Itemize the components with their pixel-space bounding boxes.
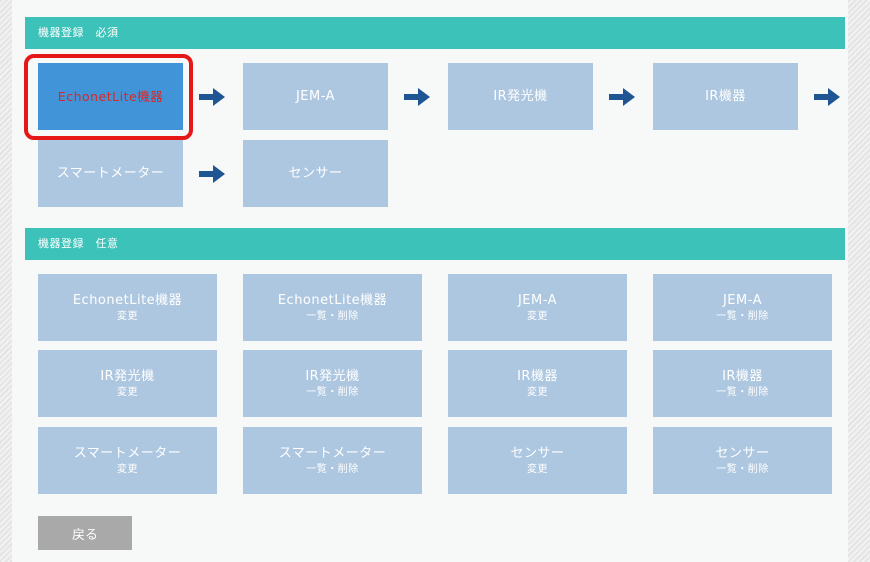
tile-label: スマートメーター [56, 166, 165, 181]
tile-sublabel: 一覧・削除 [716, 386, 769, 398]
optional-tile-jem-a-list[interactable]: JEM-A 一覧・削除 [653, 274, 832, 341]
tile-label: IR発光機 [305, 368, 360, 384]
optional-tile-ir-device-list[interactable]: IR機器 一覧・削除 [653, 350, 832, 417]
required-tile-smart-meter[interactable]: スマートメーター [38, 140, 183, 207]
required-tile-echonetlite[interactable]: EchonetLite機器 [38, 63, 183, 130]
optional-tile-sensor-edit[interactable]: センサー 変更 [448, 427, 627, 494]
tile-label: JEM-A [517, 292, 558, 308]
tile-label: JEM-A [295, 89, 336, 104]
optional-tile-echonetlite-edit[interactable]: EchonetLite機器 変更 [38, 274, 217, 341]
arrow-right-icon [199, 88, 225, 106]
tile-label: IR発光機 [493, 89, 548, 104]
optional-tile-ir-emitter-edit[interactable]: IR発光機 変更 [38, 350, 217, 417]
tile-label: IR機器 [705, 89, 746, 104]
tile-label: EchonetLite機器 [277, 292, 388, 308]
optional-tile-sensor-list[interactable]: センサー 一覧・削除 [653, 427, 832, 494]
tile-label: センサー [510, 445, 565, 461]
tile-label: センサー [715, 445, 770, 461]
optional-tile-ir-device-edit[interactable]: IR機器 変更 [448, 350, 627, 417]
tile-label: EchonetLite機器 [57, 89, 164, 104]
tile-label: JEM-A [722, 292, 763, 308]
tile-sublabel: 一覧・削除 [716, 310, 769, 322]
tile-sublabel: 変更 [117, 310, 138, 322]
arrow-right-icon [814, 88, 840, 106]
required-tile-jem-a[interactable]: JEM-A [243, 63, 388, 130]
tile-label: IR機器 [722, 368, 763, 384]
tile-sublabel: 変更 [117, 386, 138, 398]
selection-highlight [24, 54, 193, 140]
tile-label: スマートメーター [73, 445, 182, 461]
back-button[interactable]: 戻る [38, 516, 132, 550]
tile-sublabel: 一覧・削除 [306, 310, 359, 322]
tile-sublabel: 変更 [527, 463, 548, 475]
optional-tile-echonetlite-list[interactable]: EchonetLite機器 一覧・削除 [243, 274, 422, 341]
tile-sublabel: 一覧・削除 [716, 463, 769, 475]
tile-sublabel: 変更 [527, 310, 548, 322]
required-tile-sensor[interactable]: センサー [243, 140, 388, 207]
arrow-right-icon [199, 165, 225, 183]
optional-tile-ir-emitter-list[interactable]: IR発光機 一覧・削除 [243, 350, 422, 417]
arrow-right-icon [404, 88, 430, 106]
required-section-header: 機器登録 必須 [25, 17, 845, 49]
tile-label: IR機器 [517, 368, 558, 384]
arrow-right-icon [609, 88, 635, 106]
tile-label: センサー [288, 166, 343, 181]
tile-sublabel: 変更 [527, 386, 548, 398]
optional-section-header: 機器登録 任意 [25, 228, 845, 260]
tile-sublabel: 一覧・削除 [306, 386, 359, 398]
tile-label: EchonetLite機器 [72, 292, 183, 308]
tile-sublabel: 一覧・削除 [306, 463, 359, 475]
required-tile-ir-emitter[interactable]: IR発光機 [448, 63, 593, 130]
optional-tile-smart-meter-edit[interactable]: スマートメーター 変更 [38, 427, 217, 494]
tile-sublabel: 変更 [117, 463, 138, 475]
required-tile-ir-device[interactable]: IR機器 [653, 63, 798, 130]
optional-tile-jem-a-edit[interactable]: JEM-A 変更 [448, 274, 627, 341]
optional-tile-smart-meter-list[interactable]: スマートメーター 一覧・削除 [243, 427, 422, 494]
tile-label: スマートメーター [278, 445, 387, 461]
tile-label: IR発光機 [100, 368, 155, 384]
